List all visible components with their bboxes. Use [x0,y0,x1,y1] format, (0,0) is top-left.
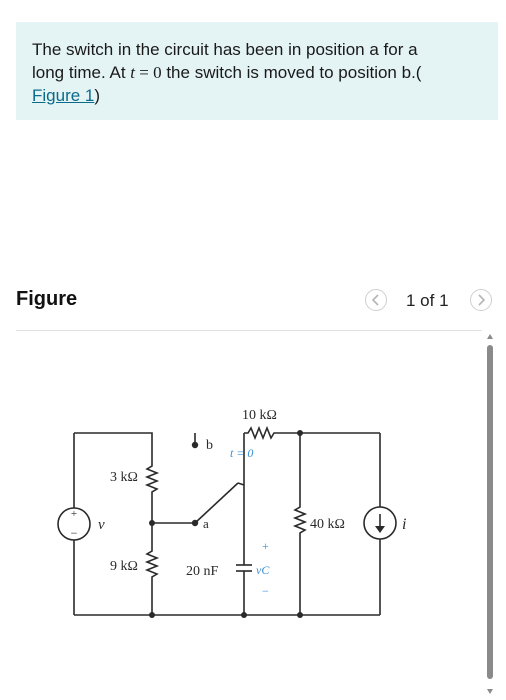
figure-pagination: 1 of 1 [406,291,449,310]
wire-top-left [74,432,153,460]
label-10k: 10 kΩ [242,408,277,423]
label-3k: 3 kΩ [110,470,138,485]
time-variable: t [130,63,136,82]
resistor-40k [292,433,308,615]
switch-terminal-b [191,441,199,449]
figure-link[interactable]: Figure 1 [32,86,95,105]
chevron-right-icon [478,294,486,306]
switch-terminal-a [191,519,199,527]
problem-line-1: The switch in the circuit has been in po… [32,40,418,59]
vc-minus: − [262,584,269,598]
voltage-source-icon [57,507,91,541]
source-plus: + [71,508,77,520]
circuit-diagram: + − v i 3 kΩ 9 kΩ 10 kΩ 40 kΩ 20 nF b a … [57,408,406,618]
source-minus: − [71,526,78,540]
closing-paren: ) [94,86,101,105]
figure-title: Figure [16,288,78,310]
label-switch-a: a [203,516,209,531]
figure-header: Figure 1 of 1 [16,284,496,318]
label-20nf: 20 nF [186,564,219,579]
label-switch-b: b [206,438,213,453]
source-label: v [98,517,105,533]
chevron-left-icon [371,294,379,306]
label-switch-time: t = 0 [230,446,253,460]
label-40k: 40 kΩ [310,517,345,532]
figure-divider [16,330,482,331]
resistor-10k [244,425,300,441]
scroll-down-arrow-icon[interactable] [486,687,494,695]
current-label: i [402,516,406,533]
time-equation: = 0 [135,63,162,82]
problem-text: long time. At [32,63,131,82]
scrollbar-thumb[interactable] [487,345,493,679]
problem-statement: The switch in the circuit has been in po… [16,22,498,120]
resistor-3k [144,460,160,523]
previous-figure-button[interactable] [365,289,387,311]
next-figure-button[interactable] [470,289,492,311]
vc-plus: + [262,539,269,553]
scroll-up-arrow-icon[interactable] [486,333,494,341]
problem-line-2: long time. At t = 0 the switch is moved … [32,61,482,84]
resistor-9k [144,523,160,615]
vc-label: vC [256,563,270,577]
switch-blade [194,482,239,524]
label-9k: 9 kΩ [110,559,138,574]
problem-text-suffix: the switch is moved to position b.( [161,63,422,82]
problem-line-3: Figure 1) [32,84,482,107]
